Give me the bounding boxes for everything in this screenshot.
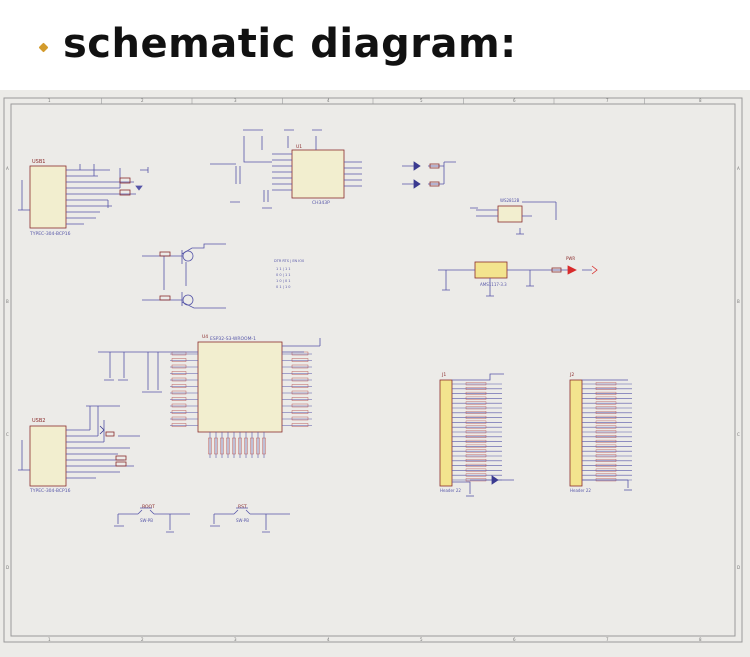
frame-column-label: 4 xyxy=(327,98,330,103)
frame-row-label: A xyxy=(6,166,9,171)
frame-row-label: B xyxy=(6,299,9,304)
transistor-q1-icon xyxy=(182,250,194,262)
reset-button-block: RST SW-PB xyxy=(210,504,290,533)
power-led-icon xyxy=(567,265,577,275)
frame-column-label: 6 xyxy=(513,637,516,642)
frame-column-label: 3 xyxy=(234,637,237,642)
boot-button-block: BOOT SW-PB xyxy=(114,504,190,533)
frame-row-label: D xyxy=(737,565,740,570)
resistor-r2 xyxy=(119,189,131,196)
usb1-part: TYPEC-304-BCP16 xyxy=(29,231,71,237)
frame-column-label: 4 xyxy=(327,637,330,642)
schematic-sheet: 1 1 2 2 3 3 4 4 5 5 6 6 7 7 8 8 A A B B C C D D USB1 TYPEC-304… xyxy=(0,90,750,657)
resistor-r5 xyxy=(159,251,171,257)
resistor-r7 xyxy=(551,267,562,273)
frame-column-label: 5 xyxy=(420,98,423,103)
header-j2-block: J2 Header 22 xyxy=(569,372,632,493)
diode-d1-icon xyxy=(491,475,499,485)
led-rx-icon xyxy=(413,179,421,189)
frame-row-label: B xyxy=(737,299,740,304)
resistor-r9 xyxy=(115,461,127,467)
header-j1-part: Header 22 xyxy=(440,488,461,493)
frame-column-label: 2 xyxy=(141,637,144,642)
resistor-r6 xyxy=(159,295,171,301)
header-j1 xyxy=(439,379,453,487)
usb1-title: USB1 xyxy=(32,159,45,165)
esp32-part: ESP32-S3-WROOM-1 xyxy=(210,336,256,342)
frame-column-label: 7 xyxy=(606,637,609,642)
svg-text:DTR RTS | EN IO0: DTR RTS | EN IO0 xyxy=(274,259,304,263)
truth-table: DTR RTS | EN IO0 1 1 | 1 1 0 0 | 1 1 1 0… xyxy=(274,259,304,289)
rgb-led-chip xyxy=(497,205,523,223)
svg-text:0 1 | 1 0: 0 1 | 1 0 xyxy=(276,285,291,289)
frame-column-label: 3 xyxy=(234,98,237,103)
header-j2-part: Header 22 xyxy=(570,488,591,493)
frame-row-labels: A A B B C C D D xyxy=(6,166,740,570)
frame-column-label: 1 xyxy=(48,637,51,642)
frame-column-label: 8 xyxy=(699,98,702,103)
power-led-label: PWR xyxy=(566,256,575,261)
transistor-q2-icon xyxy=(182,294,194,306)
rst-title: RST xyxy=(238,504,247,510)
led-tx-icon xyxy=(413,161,421,171)
svg-text:1 1 | 1 1: 1 1 | 1 1 xyxy=(276,267,291,271)
header-j2 xyxy=(569,379,583,487)
esp32-module-block: U4 ESP32-S3-WROOM-1 xyxy=(98,334,321,458)
esp32-module xyxy=(197,341,283,433)
auto-reset-block xyxy=(142,243,226,309)
status-led-block xyxy=(402,161,456,189)
ldo-part: AMS1117-3.3 xyxy=(480,282,507,287)
u1-usb-uart-block: CH343P U1 xyxy=(210,129,362,209)
ldo-power-block: AMS1117-3.3 PWR xyxy=(438,256,598,297)
usb2-block: USB2 TYPEC-304-BCP16 xyxy=(18,405,140,494)
frame-column-label: 7 xyxy=(606,98,609,103)
usb2-title: USB2 xyxy=(32,418,45,424)
frame-column-label: 8 xyxy=(699,637,702,642)
usb1-connector xyxy=(29,165,67,229)
fuse-f1 xyxy=(105,431,115,437)
section-heading: schematic diagram: xyxy=(38,14,517,74)
frame-column-labels: 1 1 2 2 3 3 4 4 5 5 6 6 7 7 8 8 xyxy=(48,98,702,642)
page-title: schematic diagram: xyxy=(63,21,517,67)
boot-title: BOOT xyxy=(142,504,155,510)
resistor-r8 xyxy=(115,455,127,461)
schematic-diagram: 1 1 2 2 3 3 4 4 5 5 6 6 7 7 8 8 A A B B C C D D USB1 TYPEC-304… xyxy=(3,97,743,643)
header-j1-block: J1 Header 22 xyxy=(439,372,514,497)
u1-title: U1 xyxy=(296,144,302,150)
frame-column-label: 6 xyxy=(513,98,516,103)
u1-part: CH343P xyxy=(312,200,330,206)
resistor-r1 xyxy=(119,177,131,184)
frame-column-label: 2 xyxy=(141,98,144,103)
usb2-part: TYPEC-304-BCP16 xyxy=(29,488,71,494)
rst-part: SW-PB xyxy=(236,518,249,523)
resistor-r4 xyxy=(429,181,440,187)
frame-row-label: C xyxy=(737,432,740,437)
frame-column-label: 1 xyxy=(48,98,51,103)
usb2-connector xyxy=(29,425,67,487)
frame-row-label: C xyxy=(6,432,9,437)
rgb-led-part: WS2812B xyxy=(500,198,520,203)
esp32-title: U4 xyxy=(202,334,208,340)
resistor-r3 xyxy=(429,163,440,169)
svg-text:1 0 | 0 1: 1 0 | 0 1 xyxy=(276,279,291,283)
frame-border xyxy=(3,97,743,643)
usb1-block: USB1 TYPEC-304-BCP16 xyxy=(18,159,149,237)
rgb-led-block: WS2812B xyxy=(470,198,557,235)
ldo-regulator xyxy=(474,261,508,279)
boot-part: SW-PB xyxy=(140,518,153,523)
diamond-bullet-icon xyxy=(38,42,49,52)
frame-column-label: 5 xyxy=(420,637,423,642)
header-j1-title: J1 xyxy=(441,372,446,378)
frame-row-label: A xyxy=(737,166,740,171)
svg-text:0 0 | 1 1: 0 0 | 1 1 xyxy=(276,273,291,277)
u1-chip xyxy=(291,149,345,199)
header-j2-title: J2 xyxy=(569,372,574,378)
frame-row-label: D xyxy=(6,565,9,570)
